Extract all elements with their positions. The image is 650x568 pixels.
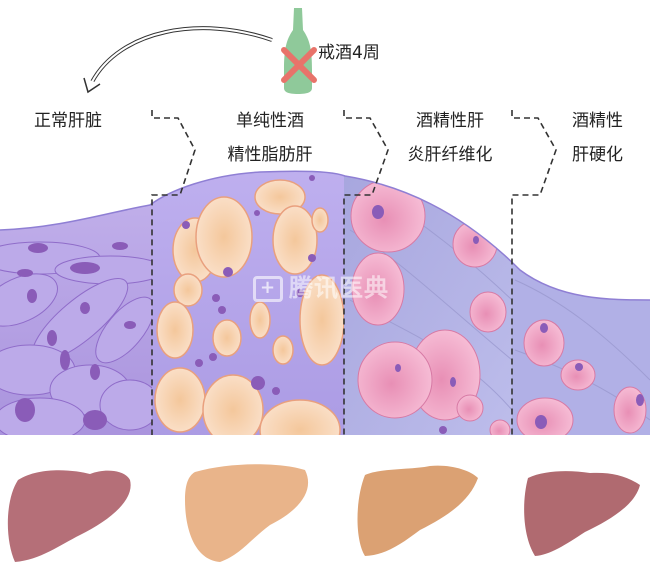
- stage-label-fibrosis: 酒精性肝 炎肝纤维化: [407, 111, 493, 165]
- plus-document-icon: +: [253, 276, 283, 302]
- stage-divider-lines: [151, 110, 557, 435]
- liver-fatty-icon: [185, 464, 309, 562]
- cross-icon: [281, 47, 317, 83]
- curved-arrow-icon: [83, 26, 273, 94]
- liver-fibrosis-icon: [357, 465, 478, 556]
- stage-label-cirrhosis: 酒精性 肝硬化: [572, 111, 623, 165]
- tissue-panel: [0, 171, 650, 435]
- quit-drinking-label: 戒酒4周: [318, 43, 380, 63]
- liver-normal-icon: [7, 470, 131, 562]
- liver-cirrhosis-icon: [524, 471, 640, 556]
- stage-label-normal: 正常肝脏: [34, 111, 102, 131]
- watermark: +腾讯医典: [253, 268, 389, 303]
- stage-label-fatty: 单纯性酒 精性脂肪肝: [227, 111, 313, 165]
